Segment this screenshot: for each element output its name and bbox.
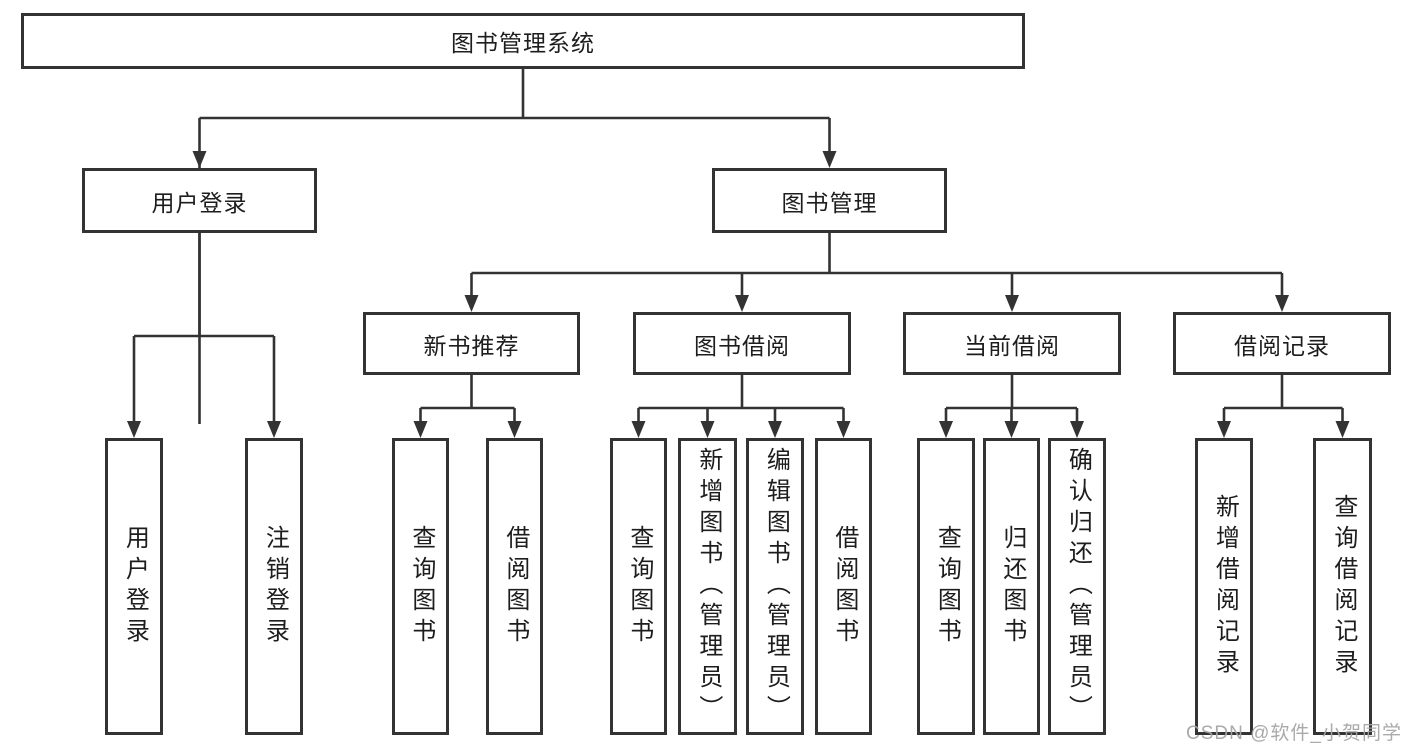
- leaf-edit-books-admin: 编辑图书（管理员）: [746, 438, 804, 735]
- leaf-return-books: 归还图书: [983, 438, 1040, 735]
- node-book-borrow: 图书借阅: [633, 312, 851, 375]
- node-book-management: 图书管理: [712, 168, 947, 233]
- leaf-current-query-books: 查询图书: [917, 438, 975, 735]
- node-borrow-records-label: 借阅记录: [1234, 332, 1330, 359]
- node-borrow-records: 借阅记录: [1173, 312, 1391, 375]
- node-user-login: 用户登录: [82, 168, 317, 233]
- node-user-login-label: 用户登录: [151, 189, 248, 216]
- node-root: 图书管理系统: [21, 13, 1025, 69]
- node-current-borrow-label: 当前借阅: [964, 332, 1060, 359]
- node-book-management-label: 图书管理: [781, 189, 878, 216]
- leaf-confirm-return-admin: 确认归还（管理员）: [1048, 438, 1106, 735]
- node-current-borrow: 当前借阅: [903, 312, 1121, 375]
- arrow-down-icons: [127, 151, 1350, 438]
- leaf-user-login: 用户登录: [105, 438, 163, 735]
- node-root-label: 图书管理系统: [451, 30, 595, 56]
- leaf-recommend-query-books: 查询图书: [392, 438, 449, 735]
- leaf-recommend-borrow-books: 借阅图书: [486, 438, 543, 735]
- leaf-add-borrow-record: 新增借阅记录: [1195, 438, 1253, 735]
- node-book-borrow-label: 图书借阅: [694, 332, 790, 359]
- leaf-borrow-books: 借阅图书: [815, 438, 872, 735]
- node-new-book-recommend: 新书推荐: [363, 312, 580, 375]
- leaf-logout: 注销登录: [245, 438, 303, 735]
- leaf-add-books-admin: 新增图书（管理员）: [678, 438, 737, 735]
- leaf-query-borrow-record: 查询借阅记录: [1313, 438, 1372, 735]
- leaf-borrow-query-books: 查询图书: [610, 438, 667, 735]
- csdn-watermark: CSDN @软件_小贺同学: [1186, 723, 1402, 744]
- node-new-book-recommend-label: 新书推荐: [423, 332, 520, 359]
